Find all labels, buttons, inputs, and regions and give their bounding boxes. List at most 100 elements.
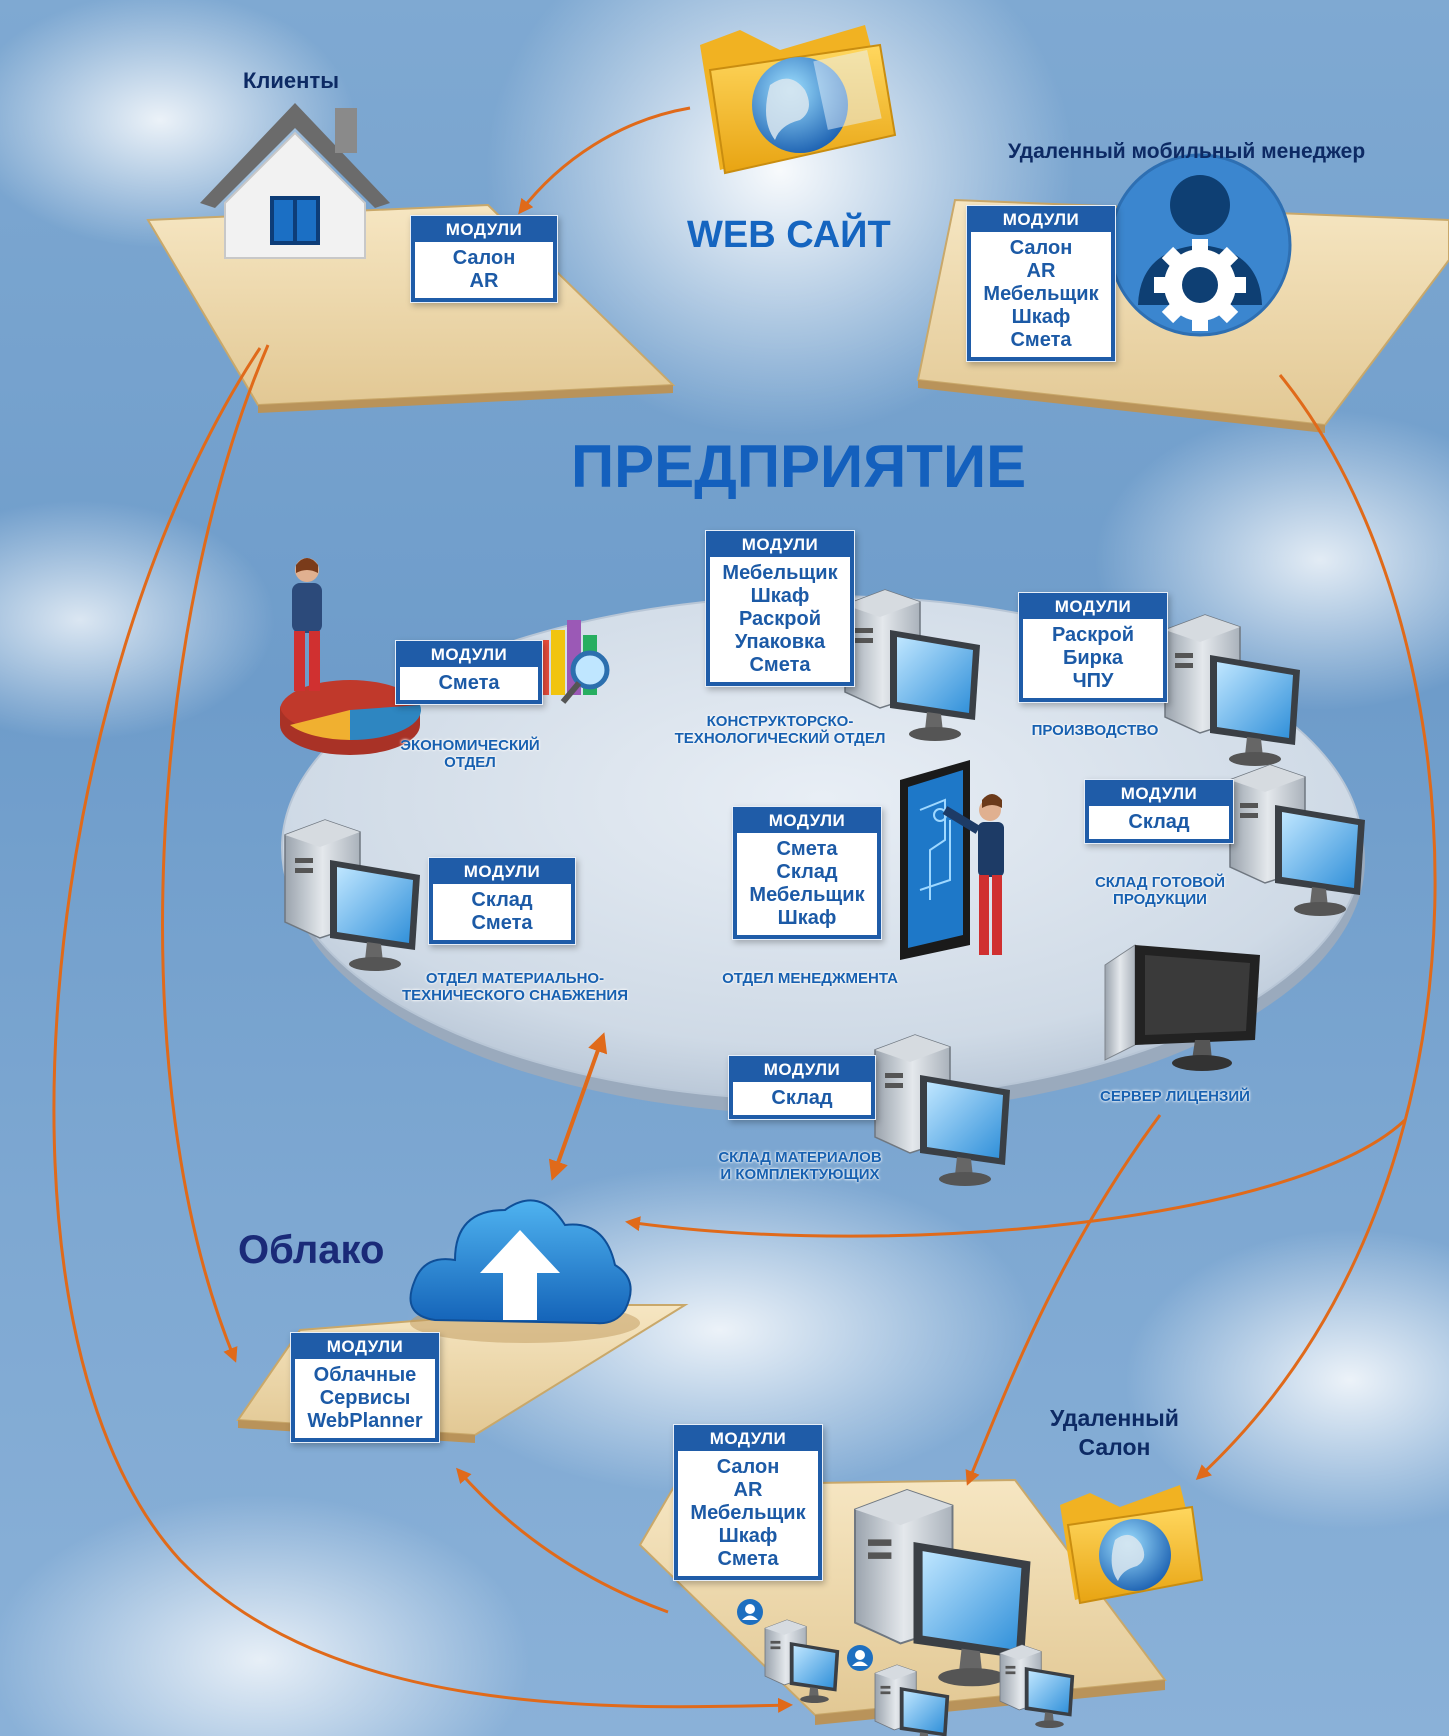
dept-label-line: КОНСТРУКТОРСКО-: [706, 713, 854, 730]
modules-header: МОДУЛИ: [1002, 210, 1080, 229]
dept-label-license-server: СЕРВЕР ЛИЦЕНЗИЙ: [1080, 1088, 1270, 1105]
module-item: Раскрой: [738, 608, 822, 630]
cloud-upload-icon: [409, 1199, 640, 1343]
computer-icon: [854, 1488, 1031, 1687]
arrow-clients-to-cloud: [161, 344, 270, 1363]
dept-label-line: ТЕХНОЛОГИЧЕСКИЙ ОТДЕЛ: [674, 730, 886, 747]
arrow-manager-to-cloud: [625, 1118, 1407, 1238]
arrow-manager-to-salon: [1195, 374, 1437, 1481]
arrow-salon-to-cloud: [456, 1467, 669, 1614]
modules-header: МОДУЛИ: [763, 1060, 841, 1079]
clients-platform-edge: [258, 385, 673, 413]
computer-icon: [1229, 764, 1365, 916]
module-item: Мебельщик: [690, 1502, 806, 1524]
modules-header: МОДУЛИ: [445, 220, 523, 239]
module-item: Склад: [471, 889, 533, 911]
modules-header: МОДУЛИ: [768, 811, 846, 830]
dept-label-line: СКЛАД ГОТОВОЙ: [1094, 874, 1226, 891]
dept-label-design: КОНСТРУКТОРСКО-ТЕХНОЛОГИЧЕСКИЙ ОТДЕЛ: [655, 713, 905, 747]
manager-avatar-icon: [1108, 153, 1292, 337]
modules-list: Склад: [733, 1082, 871, 1115]
module-item: ЧПУ: [1072, 670, 1114, 692]
license-server-icon: [1104, 944, 1260, 1071]
dept-label-line: ПРОДУКЦИИ: [1113, 891, 1207, 908]
module-item: Сервисы: [319, 1387, 411, 1409]
computer-icon: [874, 1034, 1010, 1186]
remote-salon-title: Удаленный Салон: [1050, 1404, 1179, 1462]
computer-icon: [874, 1664, 950, 1736]
module-item: Бирка: [1062, 647, 1124, 669]
touchscreen-person-icon: [900, 760, 1004, 960]
modules-header: МОДУЛИ: [463, 862, 541, 881]
modules-header: МОДУЛИ: [1120, 784, 1198, 803]
web-folder-icon: [700, 25, 897, 175]
arrow-enterprise-cloud: [548, 1032, 608, 1181]
modules-list: Склад: [1089, 806, 1229, 839]
modules-box-materials: МОДУЛИ Склад: [728, 1055, 876, 1120]
connection-arrows: [52, 106, 1437, 1713]
modules-header: МОДУЛИ: [709, 1429, 787, 1448]
dept-label-line: СКЛАД МАТЕРИАЛОВ: [718, 1149, 882, 1166]
module-item: Шкаф: [777, 907, 837, 929]
module-item: AR: [733, 1479, 763, 1501]
computer-icon: [1164, 614, 1300, 766]
module-item: Упаковка: [734, 631, 826, 653]
module-item: Смета: [717, 1548, 779, 1570]
module-item: AR: [1026, 260, 1056, 282]
dept-label-line: ПРОИЗВОДСТВО: [1031, 722, 1159, 739]
module-item: AR: [469, 270, 499, 292]
dept-label-line: ОТДЕЛ МЕНЕДЖМЕНТА: [722, 970, 898, 987]
module-item: Смета: [776, 838, 838, 860]
remote-salon-title-line1: Удаленный: [1050, 1405, 1179, 1431]
modules-box-finished-goods: МОДУЛИ Склад: [1084, 779, 1234, 844]
dept-label-line: И КОМПЛЕКТУЮЩИХ: [720, 1166, 880, 1183]
arrow-clients-to-salon: [52, 347, 793, 1713]
salon-web-folder-icon: [1060, 1485, 1204, 1605]
module-item: Склад: [771, 1087, 833, 1109]
computer-icon: [999, 1644, 1075, 1729]
dept-label-line: ОТДЕЛ МАТЕРИАЛЬНО-: [425, 970, 605, 987]
module-item: Шкаф: [1011, 306, 1071, 328]
modules-box-economic: МОДУЛИ Смета: [395, 640, 543, 705]
manager-platform-edge: [918, 380, 1325, 433]
module-item: Мебельщик: [749, 884, 865, 906]
remote-salon-title-line2: Салон: [1078, 1434, 1151, 1460]
module-item: Мебельщик: [983, 283, 1099, 305]
module-item: WebPlanner: [307, 1410, 423, 1432]
module-item: Смета: [749, 654, 811, 676]
modules-header: МОДУЛИ: [1054, 597, 1132, 616]
module-item: Склад: [1128, 811, 1190, 833]
modules-header: МОДУЛИ: [430, 645, 508, 664]
module-item: Облачные: [313, 1364, 417, 1386]
modules-list: Смета: [400, 667, 538, 700]
computer-icon: [844, 589, 980, 741]
module-item: Шкаф: [718, 1525, 778, 1547]
enterprise-title: ПРЕДПРИЯТИЕ: [571, 433, 1027, 500]
modules-header: МОДУЛИ: [326, 1337, 404, 1356]
clients-title: Клиенты: [243, 68, 340, 93]
arrow-web-to-clients: [518, 106, 691, 215]
computer-icon: [764, 1619, 840, 1704]
modules-header: МОДУЛИ: [741, 535, 819, 554]
house-icon: [200, 103, 390, 259]
dept-label-production: ПРОИЗВОДСТВО: [1010, 722, 1180, 739]
module-item: Салон: [1009, 237, 1073, 259]
module-item: Смета: [471, 912, 533, 934]
module-item: Смета: [1010, 329, 1072, 351]
remote-manager-title: Удаленный мобильный менеджер: [1008, 140, 1366, 163]
computer-icons: [284, 589, 1365, 1736]
